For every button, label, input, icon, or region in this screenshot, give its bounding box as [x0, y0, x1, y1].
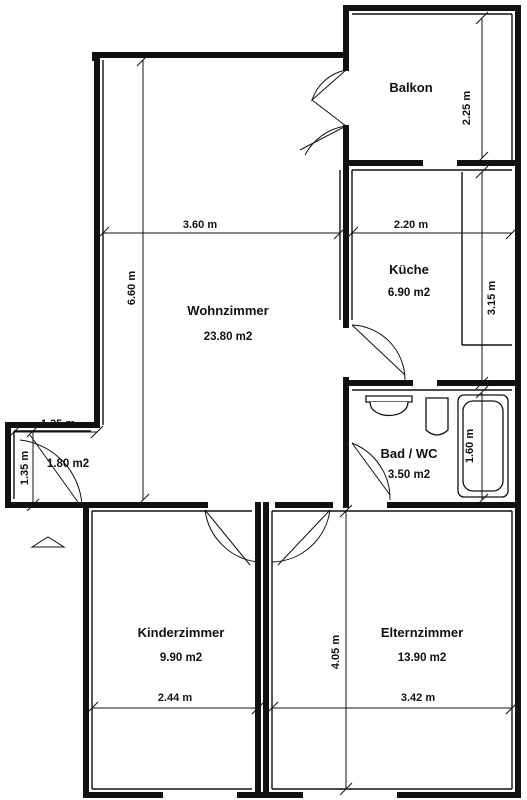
room-area-elternzimmer: 13.90 m2 — [398, 652, 447, 664]
room-label-bad: Bad / WC — [380, 446, 438, 461]
dim-kueche-width: 2.20 m — [394, 219, 428, 231]
fixtures — [365, 394, 509, 498]
room-area-bad: 3.50 m2 — [388, 469, 430, 481]
room-labels: Balkon Küche 6.90 m2 Wohnzimmer 23.80 m2… — [47, 80, 463, 664]
room-label-wohnzimmer: Wohnzimmer — [187, 303, 268, 318]
room-area-flur: 1.80 m2 — [47, 458, 89, 470]
dim-elternzimmer-height: 4.05 m — [330, 635, 342, 669]
dim-kinderzimmer-width: 2.44 m — [158, 692, 192, 704]
dim-bad-height: 1.60 m — [464, 429, 476, 463]
room-area-kinderzimmer: 9.90 m2 — [160, 652, 202, 664]
dim-wohnzimmer-height: 6.60 m — [126, 271, 138, 305]
inner-wall-lines — [13, 13, 513, 790]
dim-wohnzimmer-width: 3.60 m — [183, 219, 217, 231]
dim-flur-height: 1.35 m — [19, 451, 31, 485]
room-area-wohnzimmer: 23.80 m2 — [204, 331, 253, 343]
entrance-marker-icon — [30, 536, 66, 548]
room-label-kinderzimmer: Kinderzimmer — [138, 625, 225, 640]
room-label-kueche: Küche — [389, 262, 429, 277]
dim-kueche-height: 3.15 m — [486, 281, 498, 315]
room-area-kueche: 6.90 m2 — [388, 287, 430, 299]
dimension-labels: 2.25 m 2.20 m 3.15 m 3.60 m 6.60 m 1.60 … — [19, 91, 498, 704]
dim-flur-width: 1.35 m — [41, 418, 75, 430]
dimension-lines — [7, 11, 519, 796]
dim-balkon-height: 2.25 m — [461, 91, 473, 125]
room-label-balkon: Balkon — [389, 80, 432, 95]
toilet-icon — [365, 395, 413, 403]
walls — [5, 5, 521, 798]
dim-elternzimmer-width: 3.42 m — [401, 692, 435, 704]
sink-icon — [425, 397, 449, 436]
room-label-elternzimmer: Elternzimmer — [381, 625, 463, 640]
doors — [19, 69, 406, 566]
